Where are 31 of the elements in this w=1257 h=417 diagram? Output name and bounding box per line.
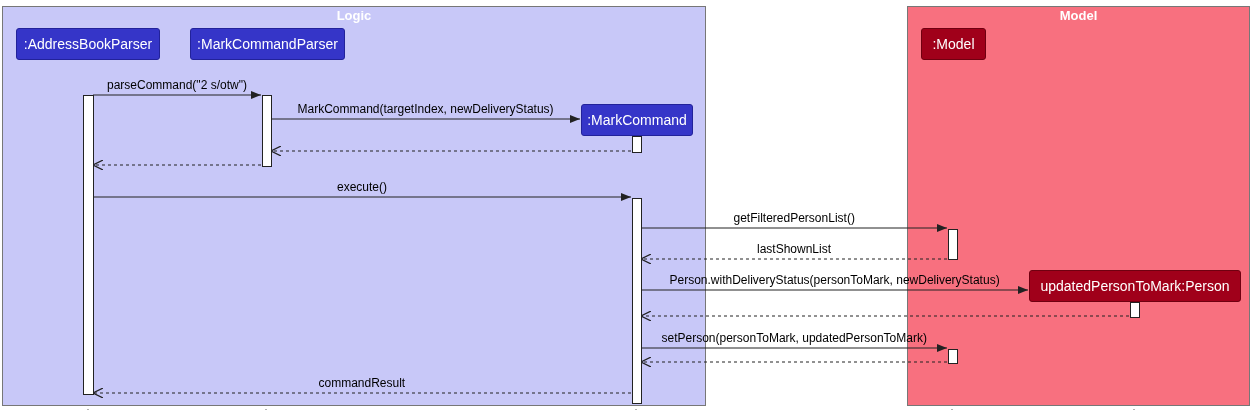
participant-box: :MarkCommandParser <box>190 28 345 60</box>
message-label: getFilteredPersonList() <box>733 211 855 225</box>
message-arrow <box>270 145 632 157</box>
package-title: Model <box>1058 8 1099 23</box>
message-arrow <box>92 193 632 201</box>
message-label: commandResult <box>318 376 406 390</box>
activation-bar <box>262 95 272 167</box>
message-arrow <box>640 224 948 232</box>
message-arrow <box>640 356 948 368</box>
participant-box: updatedPersonToMark:Person <box>1029 270 1241 302</box>
participant-box: :AddressBookParser <box>16 28 160 60</box>
message-label: MarkCommand(targetIndex, newDeliveryStatus) <box>297 102 554 116</box>
activation-bar <box>83 95 94 395</box>
message-label: execute() <box>337 180 388 194</box>
message-arrow <box>640 286 1029 294</box>
message-arrow <box>270 115 581 123</box>
message-label: lastShownList <box>757 242 832 256</box>
message-label: parseCommand("2 s/otw") <box>107 78 247 92</box>
message-arrow <box>92 159 262 171</box>
activation-bar <box>632 136 642 153</box>
activation-bar <box>948 349 958 364</box>
message-arrow <box>92 91 262 99</box>
participant-box: :Model <box>921 28 986 60</box>
message-arrow <box>92 387 632 399</box>
activation-bar <box>632 198 642 404</box>
activation-bar <box>1130 302 1140 318</box>
message-arrow <box>640 310 1130 322</box>
message-arrow <box>640 344 948 352</box>
message-arrow <box>640 253 948 265</box>
activation-bar <box>948 229 958 260</box>
participant-box: :MarkCommand <box>581 104 693 136</box>
